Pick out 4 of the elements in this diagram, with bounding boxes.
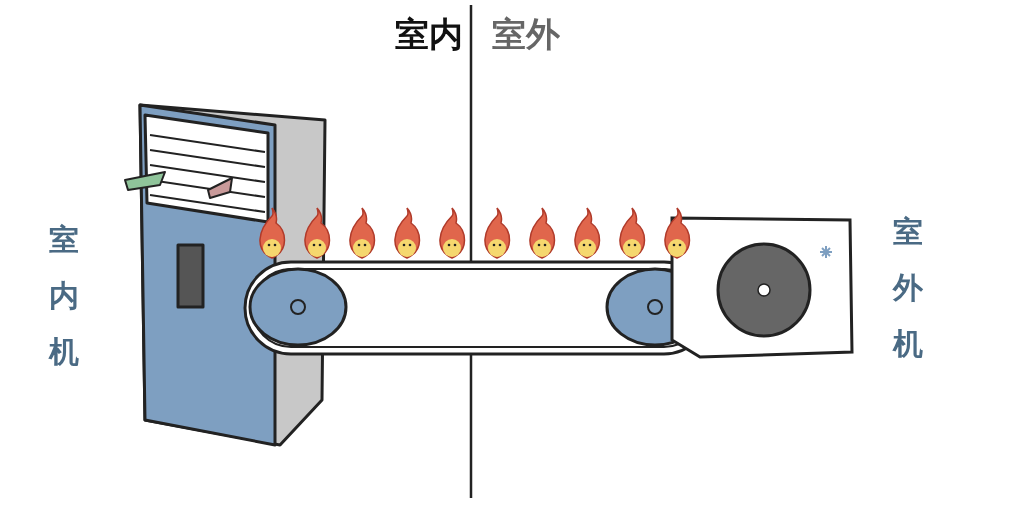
unit-label: 室内机 [48, 221, 80, 371]
heading: 室外 [492, 13, 560, 56]
heading: 室内 [395, 13, 463, 56]
unit-label: 室外机 [892, 213, 924, 363]
